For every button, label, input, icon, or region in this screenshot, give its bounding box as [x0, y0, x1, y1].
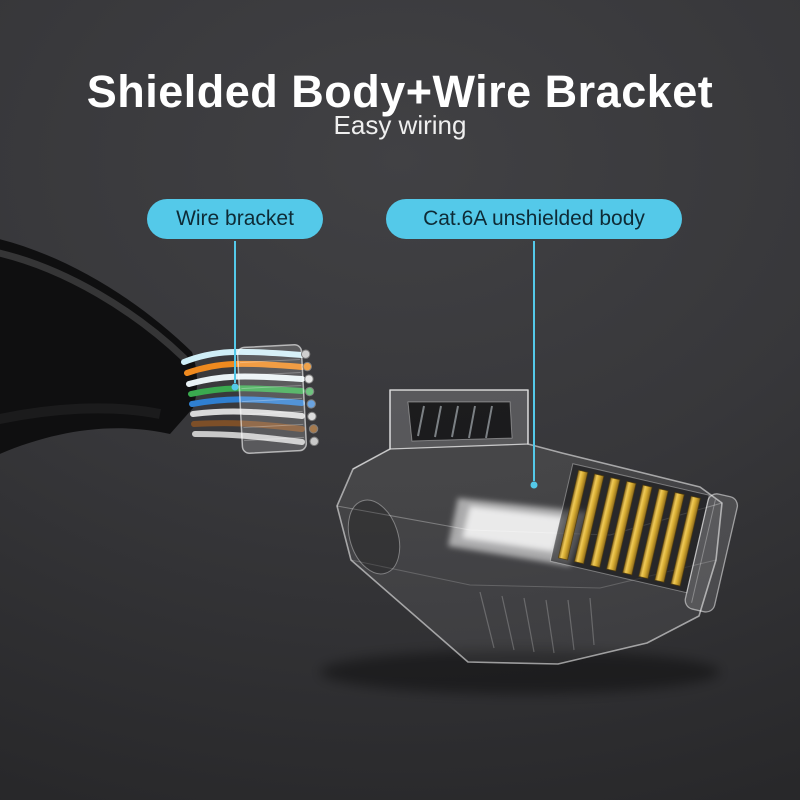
- page-title: Shielded Body+Wire Bracket: [86, 66, 714, 118]
- wire-tips: [300, 349, 319, 447]
- pin-channels: [479, 591, 595, 654]
- callout-wire-bracket: Wire bracket: [147, 199, 323, 239]
- callout-line-connector-body: [530, 241, 538, 489]
- wire-bracket: [236, 344, 319, 454]
- connector-tip: [684, 493, 739, 613]
- cable-entry-opening: [347, 499, 401, 575]
- connector-latch: [389, 389, 529, 450]
- gold-pins: [549, 463, 710, 594]
- rj45-connector: [336, 389, 739, 665]
- body-reflection: [448, 498, 588, 566]
- page-subtitle: Easy wiring: [333, 110, 467, 140]
- callout-connector-body-label: Cat.6A unshielded body: [423, 207, 645, 230]
- callout-line-wire-bracket: [231, 241, 239, 391]
- callout-wire-bracket-label: Wire bracket: [176, 207, 294, 230]
- callout-connector-body: Cat.6A unshielded body: [386, 199, 682, 239]
- ethernet-cable: [0, 239, 197, 454]
- connector-shadow: [320, 650, 720, 694]
